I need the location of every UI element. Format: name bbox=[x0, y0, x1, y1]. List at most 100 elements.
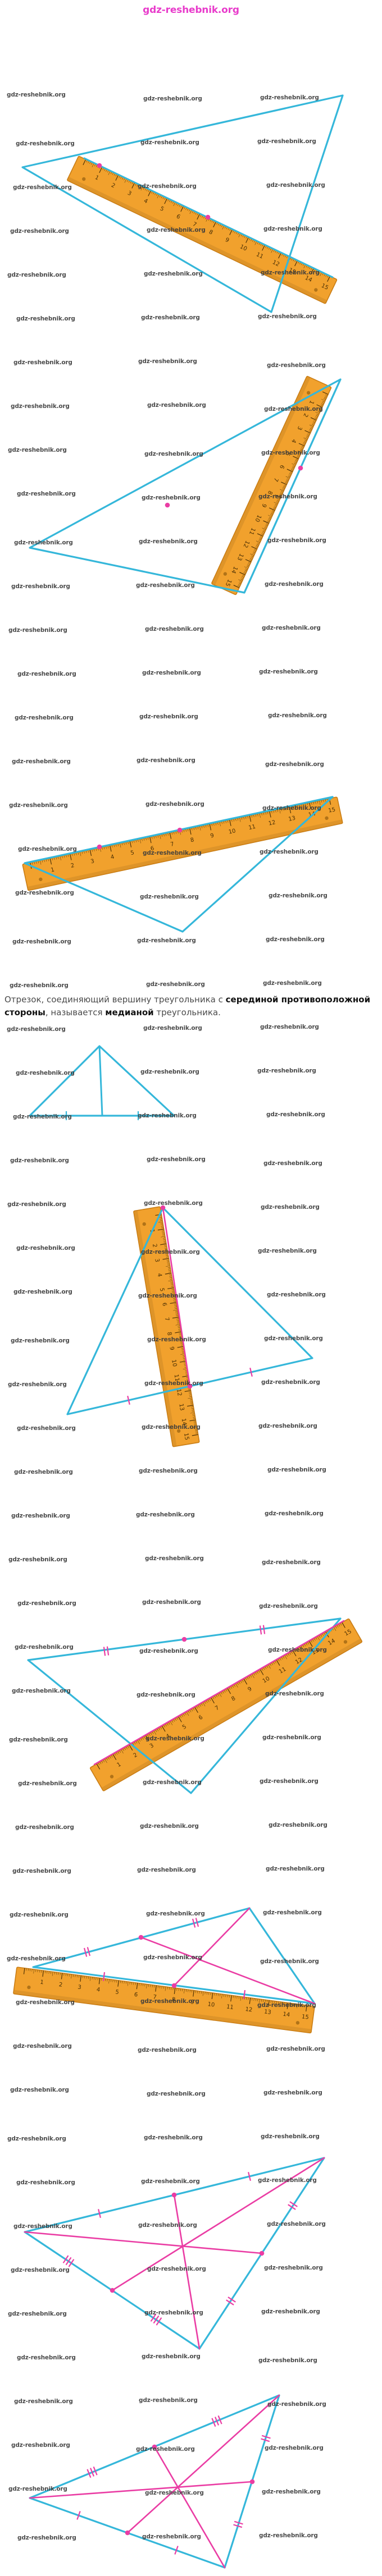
ruler-tick bbox=[178, 1330, 181, 1331]
ruler-body bbox=[13, 1967, 315, 2034]
ruler-tick bbox=[191, 1709, 193, 1712]
equal-tick bbox=[98, 2208, 101, 2219]
equal-tick bbox=[261, 2438, 270, 2442]
equal-tick bbox=[153, 2315, 160, 2324]
ruler-tick bbox=[233, 1995, 234, 1999]
ruler-tick bbox=[158, 1728, 161, 1730]
ruler-tick bbox=[192, 1434, 198, 1436]
ruler-tick bbox=[188, 1397, 192, 1399]
median-line bbox=[173, 2194, 201, 2350]
ruler-tick bbox=[227, 1688, 231, 1694]
ruler-tick bbox=[239, 1681, 240, 1684]
ruler-tick bbox=[327, 276, 330, 282]
ruler-tick bbox=[161, 1236, 165, 1237]
ruler-tick bbox=[289, 807, 292, 814]
ruler-tick bbox=[342, 1622, 345, 1628]
ruler-tick bbox=[174, 1305, 177, 1306]
equal-tick bbox=[103, 1647, 106, 1656]
ruler-tick bbox=[70, 854, 72, 860]
equal-tick bbox=[228, 2297, 236, 2303]
ruler-tick bbox=[124, 178, 127, 183]
median-line bbox=[173, 1907, 251, 1987]
ruler-tick bbox=[238, 233, 241, 237]
ruler-tick bbox=[175, 1314, 178, 1315]
ruler-tick bbox=[257, 543, 260, 544]
ruler-tick bbox=[213, 221, 217, 228]
ruler-tick bbox=[163, 1239, 166, 1240]
ruler-number: 14 bbox=[304, 275, 313, 283]
ruler-tick bbox=[80, 1975, 81, 1982]
ruler-tick bbox=[248, 562, 251, 563]
ruler-shade bbox=[67, 177, 327, 303]
figure-8-three-medians bbox=[24, 2157, 325, 2350]
ruler-tick bbox=[281, 482, 287, 485]
ruler-tick bbox=[247, 563, 250, 565]
equal-tick bbox=[174, 2546, 179, 2555]
ruler-number: 6 bbox=[161, 1302, 167, 1307]
ruler-tick bbox=[242, 576, 244, 578]
ruler-tick bbox=[304, 439, 307, 441]
ruler-tick bbox=[231, 819, 233, 822]
median-line bbox=[111, 2157, 325, 2291]
ruler-tick bbox=[193, 1417, 195, 1418]
ruler-body bbox=[67, 155, 338, 304]
ruler-tick bbox=[105, 1978, 106, 1982]
ruler-tick bbox=[244, 1997, 245, 2000]
ruler-tick bbox=[239, 583, 242, 584]
ruler-shade bbox=[212, 377, 311, 585]
ruler-number: 13 bbox=[178, 1403, 185, 1411]
ruler-body bbox=[133, 1206, 200, 1447]
ruler-hole bbox=[27, 1985, 31, 1990]
ruler-tick bbox=[267, 519, 270, 521]
equal-tick bbox=[87, 1947, 91, 1956]
ruler-tick bbox=[225, 1689, 228, 1692]
ruler-tick bbox=[175, 1311, 178, 1312]
ruler-tick bbox=[172, 1317, 179, 1319]
ruler-tick bbox=[76, 1975, 78, 1978]
equal-tick bbox=[211, 2418, 216, 2427]
ruler-tick bbox=[149, 837, 152, 844]
ruler-tick bbox=[280, 489, 284, 492]
ruler-tick bbox=[164, 198, 168, 204]
ruler-tick bbox=[140, 1983, 142, 1986]
ruler-tick bbox=[222, 225, 225, 230]
midpoint-dot bbox=[249, 2479, 255, 2485]
ruler-tick bbox=[120, 843, 121, 848]
ruler-tick bbox=[74, 853, 75, 856]
ruler-tick bbox=[176, 1315, 179, 1317]
equal-tick bbox=[83, 1947, 88, 1957]
equal-tick bbox=[93, 2466, 98, 2476]
ruler-tick bbox=[166, 1255, 169, 1256]
ruler-tick bbox=[166, 1259, 169, 1261]
ruler-tick bbox=[137, 1740, 140, 1744]
ruler-tick bbox=[157, 1729, 159, 1731]
ruler-tick bbox=[325, 799, 326, 802]
ruler-hole bbox=[223, 572, 228, 576]
ruler-tick bbox=[281, 491, 284, 493]
ruler-tick bbox=[258, 1670, 260, 1673]
ruler-tick bbox=[161, 1226, 163, 1227]
ruler-tick bbox=[172, 1987, 174, 1990]
ruler-tick bbox=[311, 1640, 312, 1643]
ruler-tick bbox=[217, 822, 219, 825]
median-line bbox=[162, 1207, 191, 1387]
ruler-tick bbox=[212, 1697, 215, 1699]
ruler-number: 7 bbox=[192, 221, 197, 228]
ruler-tick bbox=[250, 1675, 252, 1677]
ruler-tick bbox=[180, 1988, 181, 1991]
ruler-tick bbox=[282, 488, 285, 490]
midpoint-dot bbox=[138, 1935, 144, 1940]
ruler-tick bbox=[304, 441, 307, 442]
ruler-tick bbox=[266, 523, 269, 525]
definition-segment: Отрезок, соединяющий вершину треугольник… bbox=[4, 994, 226, 1005]
ruler-tick bbox=[98, 1763, 100, 1766]
ruler-tick bbox=[284, 1655, 287, 1660]
ruler-number: 2 bbox=[58, 1982, 63, 1988]
ruler-tick bbox=[321, 404, 324, 405]
ruler-tick bbox=[262, 245, 265, 251]
ruler-tick bbox=[169, 832, 172, 839]
ruler-tick bbox=[285, 482, 288, 484]
ruler-tick bbox=[313, 802, 315, 805]
ruler-tick bbox=[99, 1762, 102, 1764]
